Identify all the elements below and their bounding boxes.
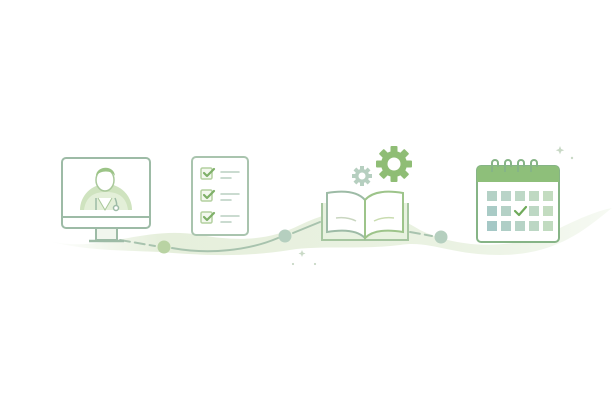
checklist-icon (191, 156, 249, 236)
gear-icon (376, 146, 412, 182)
step-dot-2 (278, 229, 292, 243)
doctor-monitor-icon (61, 157, 151, 243)
calendar-icon (476, 159, 560, 243)
sparkle-icons (291, 146, 574, 266)
step-dot-3 (434, 230, 448, 244)
small-gear-icon (352, 166, 372, 186)
calendar-check-icon (513, 205, 528, 217)
step-dot-1 (157, 240, 171, 254)
book-icon (321, 190, 409, 241)
progress-path (119, 221, 433, 253)
